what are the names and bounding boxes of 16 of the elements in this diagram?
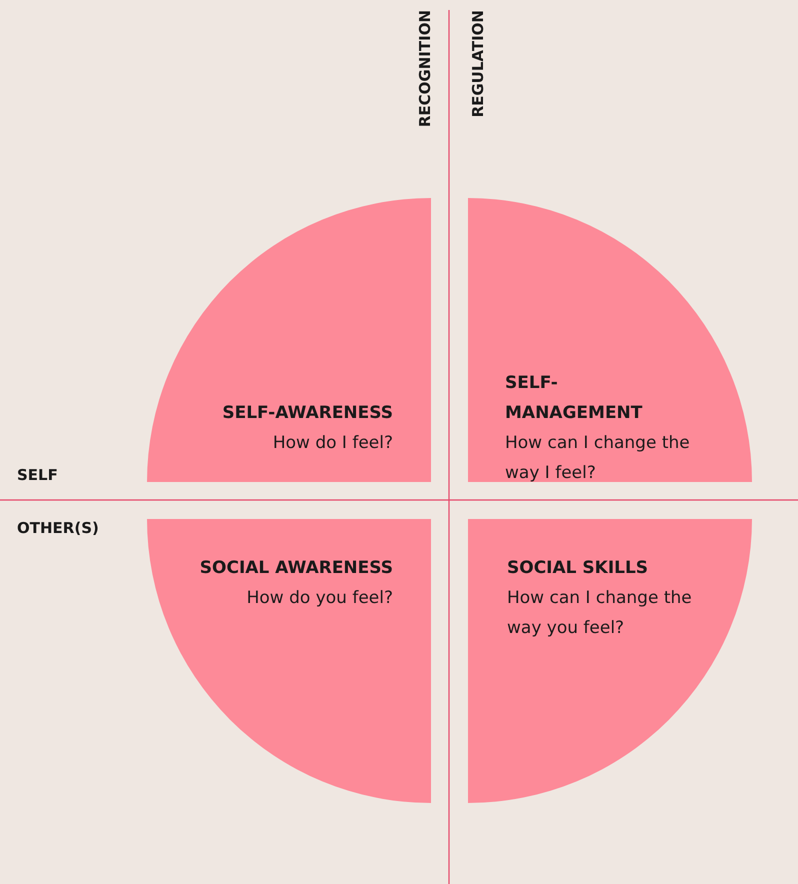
quadrant-heading: SOCIAL AWARENESS <box>200 557 393 580</box>
quadrant-shape <box>147 198 431 482</box>
axis-label: SELF <box>17 466 58 484</box>
quadrant-question: How can I change the way you feel? <box>507 587 693 640</box>
axis-label: OTHER(S) <box>17 519 99 537</box>
quadrant-shape <box>468 519 752 803</box>
axis-label: RECOGNITION <box>416 10 434 128</box>
quadrant-question: How do you feel? <box>246 587 393 610</box>
quadrant-heading: SOCIAL SKILLS <box>507 557 650 580</box>
quadrant-shape <box>147 519 431 803</box>
quadrant-heading: SELF-MANAGEMENT <box>505 372 644 425</box>
quadrant-heading: SELF-AWARENESS <box>222 402 393 425</box>
quadrant-question: How can I change the way I feel? <box>505 432 691 485</box>
axis-label: REGULATION <box>469 10 487 118</box>
quadrant-shape <box>468 198 752 482</box>
quadrant-question: How do I feel? <box>272 432 393 455</box>
